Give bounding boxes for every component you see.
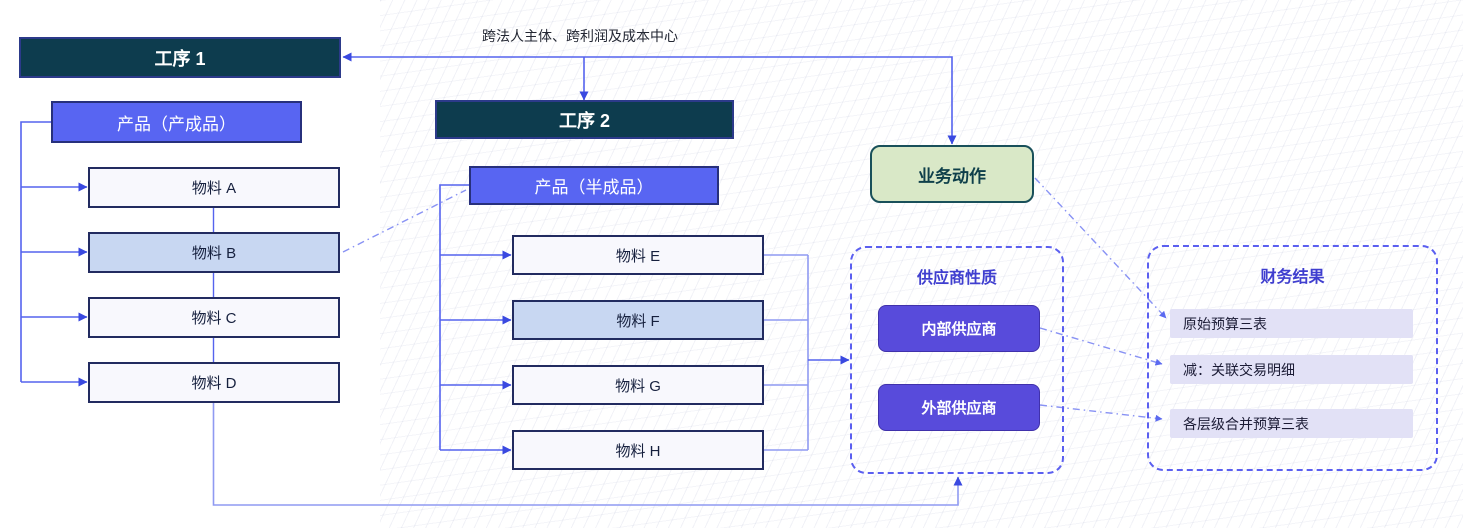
material-e-node: 物料 E [512, 235, 764, 275]
business-action-node: 业务动作 [870, 145, 1034, 203]
finance-row-original-budget: 原始预算三表 [1170, 309, 1413, 338]
mid-spine-line [439, 184, 469, 450]
external-supplier-link [1039, 404, 1163, 422]
bottom-feedback-line [212, 403, 963, 506]
right-bus-line [764, 254, 809, 451]
supplier-panel-title: 供应商性质 [916, 270, 997, 287]
internal-supplier-node: 内部供应商 [878, 305, 1040, 352]
cross-entity-label: 跨法人主体、跨利润及成本中心 [482, 28, 678, 44]
material-c-node: 物料 C [88, 297, 340, 338]
left-spine-line [20, 121, 51, 382]
material-a-node: 物料 A [88, 167, 340, 208]
finance-row-consolidated-budget: 各层级合并预算三表 [1170, 409, 1413, 438]
internal-supplier-link [1039, 327, 1163, 366]
process2-node: 工序 2 [435, 100, 734, 139]
finished-product-node: 产品（产成品） [51, 101, 302, 143]
materialB-to-semiproduct-link [342, 189, 467, 253]
semi-product-node: 产品（半成品） [469, 166, 719, 205]
finance-panel: 财务结果 原始预算三表 减：关联交易明细 各层级合并预算三表 [1147, 245, 1438, 471]
material-b-node: 物料 B [88, 232, 340, 273]
material-h-node: 物料 H [512, 430, 764, 470]
top-bus-line [342, 52, 957, 145]
material-f-node: 物料 F [512, 300, 764, 340]
external-supplier-node: 外部供应商 [878, 384, 1040, 431]
supplier-panel: 供应商性质 内部供应商 外部供应商 [850, 246, 1064, 474]
material-d-node: 物料 D [88, 362, 340, 403]
finance-panel-title: 财务结果 [1260, 269, 1325, 286]
action-to-finance-link [1034, 177, 1167, 319]
finance-row-minus-related-transactions: 减：关联交易明细 [1170, 355, 1413, 384]
process1-node: 工序 1 [19, 37, 341, 78]
material-g-node: 物料 G [512, 365, 764, 405]
